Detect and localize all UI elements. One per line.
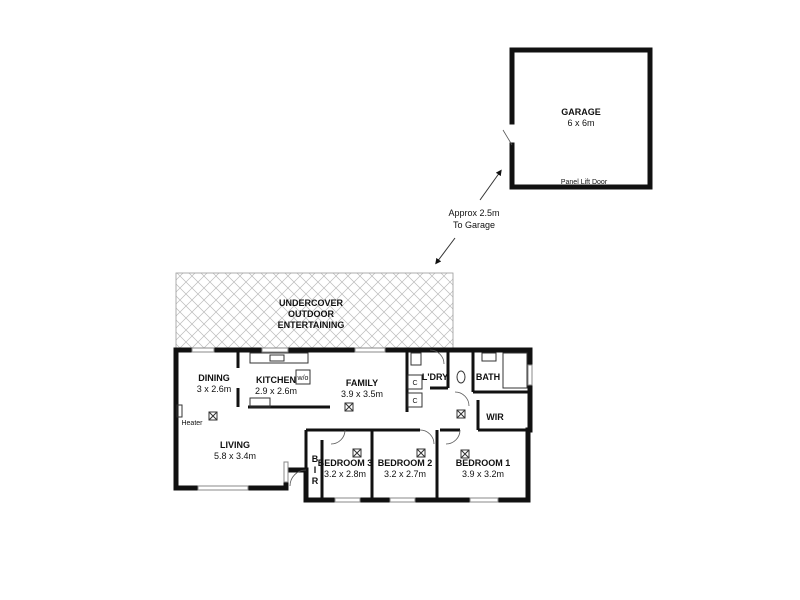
garage: GARAGE 6 x 6m Panel Lift Door [502, 47, 653, 190]
cupboard-1 [407, 374, 423, 390]
cupboard-2-label: C [412, 398, 417, 405]
bir-letter-i: I [314, 465, 317, 475]
garage-door-label: Panel Lift Door [561, 179, 608, 186]
outdoor-line-1: UNDERCOVER [279, 298, 344, 308]
wall-oven [295, 369, 311, 385]
heater-label: Heater [181, 420, 203, 427]
outdoor-line-3: ENTERTAINING [278, 320, 345, 330]
window-bedroom-2 [389, 497, 416, 503]
bedroom3-dims: 3.2 x 2.8m [324, 469, 366, 479]
interior-walls [176, 349, 530, 500]
house-outline [173, 347, 533, 503]
window-living [197, 485, 249, 491]
family-name: FAMILY [346, 378, 378, 388]
door-front [289, 469, 307, 487]
window-bath [527, 364, 533, 386]
bedroom1-dims: 3.9 x 3.2m [462, 469, 504, 479]
garage-side-door [502, 129, 513, 146]
outdoor-entertaining-area: UNDERCOVER OUTDOOR ENTERTAINING [175, 272, 454, 350]
door-laundry [429, 349, 445, 365]
family-dims: 3.9 x 3.5m [341, 389, 383, 399]
dining-name: DINING [198, 373, 230, 383]
kitchen-name: KITCHEN [256, 375, 296, 385]
toilet [456, 370, 466, 384]
window-bedroom-1 [469, 497, 499, 503]
light-icon [416, 448, 426, 458]
vanity [481, 352, 497, 362]
kitchen-dims: 2.9 x 2.6m [255, 386, 297, 396]
window-dining [191, 347, 215, 353]
window-kitchen [261, 347, 289, 353]
living-dims: 5.8 x 3.4m [214, 451, 256, 461]
door-bedroom2 [419, 429, 435, 445]
house-walls [173, 347, 533, 503]
bath-name: BATH [476, 372, 500, 382]
kitchen-counter [249, 352, 309, 364]
cupboard-1-label: C [412, 380, 417, 387]
cupboard-2 [407, 392, 423, 408]
light-icon [456, 409, 466, 419]
bedroom3-name: BEDROOM 3 [318, 458, 373, 468]
heater-unit [176, 404, 183, 418]
light-icon [352, 448, 362, 458]
garage-walls [509, 47, 653, 190]
bedroom2-name: BEDROOM 2 [378, 458, 433, 468]
window-family [354, 347, 386, 353]
note-line-1: Approx 2.5m [448, 208, 499, 218]
garage-dims: 6 x 6m [567, 118, 594, 128]
bir-letter-r: R [312, 476, 319, 486]
garage-distance-note: Approx 2.5m To Garage [435, 169, 502, 265]
bedroom1-name: BEDROOM 1 [456, 458, 511, 468]
light-fixtures [208, 402, 470, 459]
kitchen-sink [269, 354, 285, 362]
wir-name: WIR [486, 412, 504, 422]
wall-oven-label: w/o [297, 375, 309, 382]
arrow-to-garage [479, 169, 502, 201]
note-line-2: To Garage [453, 220, 495, 230]
door-bedroom3 [330, 429, 346, 445]
laundry-trough [410, 352, 422, 366]
arrow-to-house [435, 237, 456, 265]
window-bedroom-3 [334, 497, 361, 503]
bath-tub [502, 352, 528, 389]
laundry-name: L'DRY [422, 372, 448, 382]
garage-title: GARAGE [561, 107, 601, 117]
dining-dims: 3 x 2.6m [197, 384, 232, 394]
door-bath [454, 391, 470, 407]
living-name: LIVING [220, 440, 250, 450]
room-labels: DINING 3 x 2.6m KITCHEN 2.9 x 2.6m w/o F… [181, 372, 510, 486]
light-icon [344, 402, 354, 412]
light-icon [460, 449, 470, 459]
bedroom2-dims: 3.2 x 2.7m [384, 469, 426, 479]
light-icon [208, 411, 218, 421]
bir-letter-b: B [312, 454, 319, 464]
door-bedroom1 [445, 429, 461, 445]
window-living-side [283, 461, 289, 483]
kitchen-island [249, 397, 271, 408]
outdoor-line-2: OUTDOOR [288, 309, 334, 319]
